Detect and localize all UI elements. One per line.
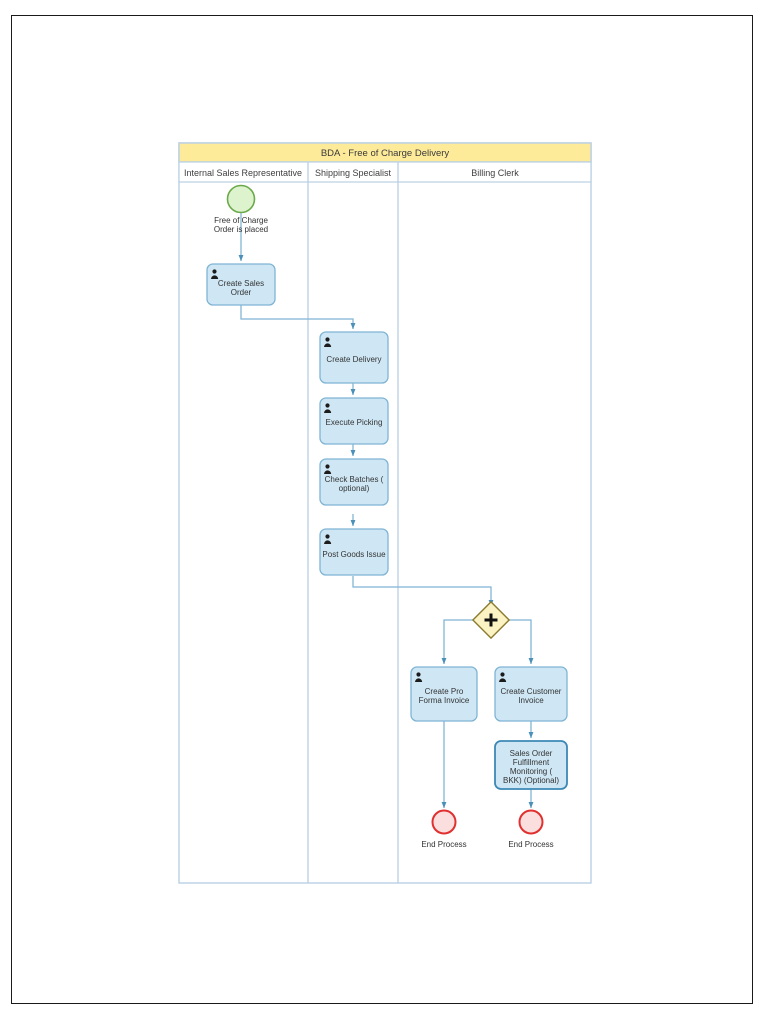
task-check-batches-label-line-1: Check Batches (	[325, 475, 384, 484]
start-event-circle[interactable]	[226, 184, 256, 214]
task-check-batches[interactable]: Check Batches ( optional)	[319, 458, 389, 506]
task-create-pro-forma-invoice-label-line-2: Forma Invoice	[419, 696, 470, 705]
end-event-pro-forma-label: End Process	[421, 840, 466, 849]
task-check-batches-box[interactable]	[319, 458, 389, 506]
task-create-sales-order-label-line-1: Create Sales	[218, 279, 264, 288]
task-create-pro-forma-invoice-box[interactable]	[410, 666, 478, 722]
task-create-pro-forma-invoice-label-line-1: Create Pro	[425, 687, 464, 696]
lane-header-strip	[178, 161, 592, 183]
user-task-icon	[211, 269, 219, 279]
flow-create-sales-order-to-create-delivery	[240, 305, 356, 330]
sequence-flows	[238, 212, 534, 809]
task-sales-order-fulfillment-monitoring[interactable]: Sales Order Fulfillment Monitoring ( BKK…	[494, 740, 568, 790]
task-create-sales-order-label-line-2: Order	[231, 288, 252, 297]
task-monitoring-label-line-3: Monitoring (	[510, 767, 553, 776]
flow-post-goods-issue-to-parallel-gateway	[352, 576, 494, 607]
task-create-customer-invoice-box[interactable]	[494, 666, 568, 722]
user-task-icon	[415, 672, 423, 682]
task-post-goods-issue-box[interactable]	[319, 528, 389, 576]
task-monitoring-label-line-2: Fulfillment	[513, 758, 550, 767]
end-event-customer-invoice-circle[interactable]	[518, 809, 544, 835]
task-create-delivery[interactable]: Create Delivery	[319, 331, 389, 384]
user-task-icon	[324, 403, 332, 413]
task-create-customer-invoice[interactable]: Create Customer Invoice	[494, 666, 568, 722]
page-sheet: BDA - Free of Charge Delivery Internal S…	[11, 15, 753, 1004]
user-task-icon	[324, 337, 332, 347]
task-post-goods-issue[interactable]: Post Goods Issue	[319, 528, 389, 576]
user-task-icon	[324, 464, 332, 474]
task-create-customer-invoice-label-line-2: Invoice	[518, 696, 544, 705]
start-event[interactable]: Free of Charge Order is placed	[214, 184, 269, 235]
flow-parallel-gateway-to-create-customer-invoice	[504, 619, 534, 665]
flow-parallel-gateway-to-create-pro-forma-invoice	[441, 619, 478, 665]
plus-icon	[484, 613, 498, 627]
task-execute-picking-box[interactable]	[319, 397, 389, 445]
start-event-label-line-1: Free of Charge	[214, 216, 268, 225]
task-post-goods-issue-label: Post Goods Issue	[322, 550, 386, 559]
task-create-pro-forma-invoice[interactable]: Create Pro Forma Invoice	[410, 666, 478, 722]
task-create-customer-invoice-label-line-1: Create Customer	[501, 687, 562, 696]
end-event-customer-invoice-label: End Process	[508, 840, 553, 849]
lane-label-billing-clerk: Billing Clerk	[471, 168, 519, 178]
task-monitoring-label-line-4: BKK) (Optional)	[503, 776, 559, 785]
user-task-icon	[499, 672, 507, 682]
task-create-delivery-box[interactable]	[319, 331, 389, 384]
end-event-pro-forma-circle[interactable]	[431, 809, 457, 835]
task-create-sales-order-box[interactable]	[206, 263, 276, 306]
task-execute-picking-label: Execute Picking	[326, 418, 383, 427]
user-task-icon	[324, 534, 332, 544]
lane-label-internal-sales-representative: Internal Sales Representative	[184, 168, 302, 178]
pool-title: BDA - Free of Charge Delivery	[321, 148, 450, 159]
lane-label-shipping-specialist: Shipping Specialist	[315, 168, 392, 178]
task-create-sales-order[interactable]: Create Sales Order	[206, 263, 276, 306]
task-monitoring-label-line-1: Sales Order	[510, 749, 553, 758]
task-check-batches-label-line-2: optional)	[339, 484, 370, 493]
bpmn-diagram-svg: BDA - Free of Charge Delivery Internal S…	[178, 142, 592, 884]
task-create-delivery-label: Create Delivery	[326, 355, 381, 364]
task-execute-picking[interactable]: Execute Picking	[319, 397, 389, 445]
end-event-pro-forma[interactable]: End Process	[421, 809, 467, 850]
end-event-customer-invoice[interactable]: End Process	[508, 809, 554, 850]
start-event-label-line-2: Order is placed	[214, 225, 268, 234]
bpmn-diagram-canvas: BDA - Free of Charge Delivery Internal S…	[12, 16, 754, 1005]
parallel-gateway[interactable]	[471, 600, 511, 640]
task-sales-order-fulfillment-monitoring-box[interactable]	[494, 740, 568, 790]
